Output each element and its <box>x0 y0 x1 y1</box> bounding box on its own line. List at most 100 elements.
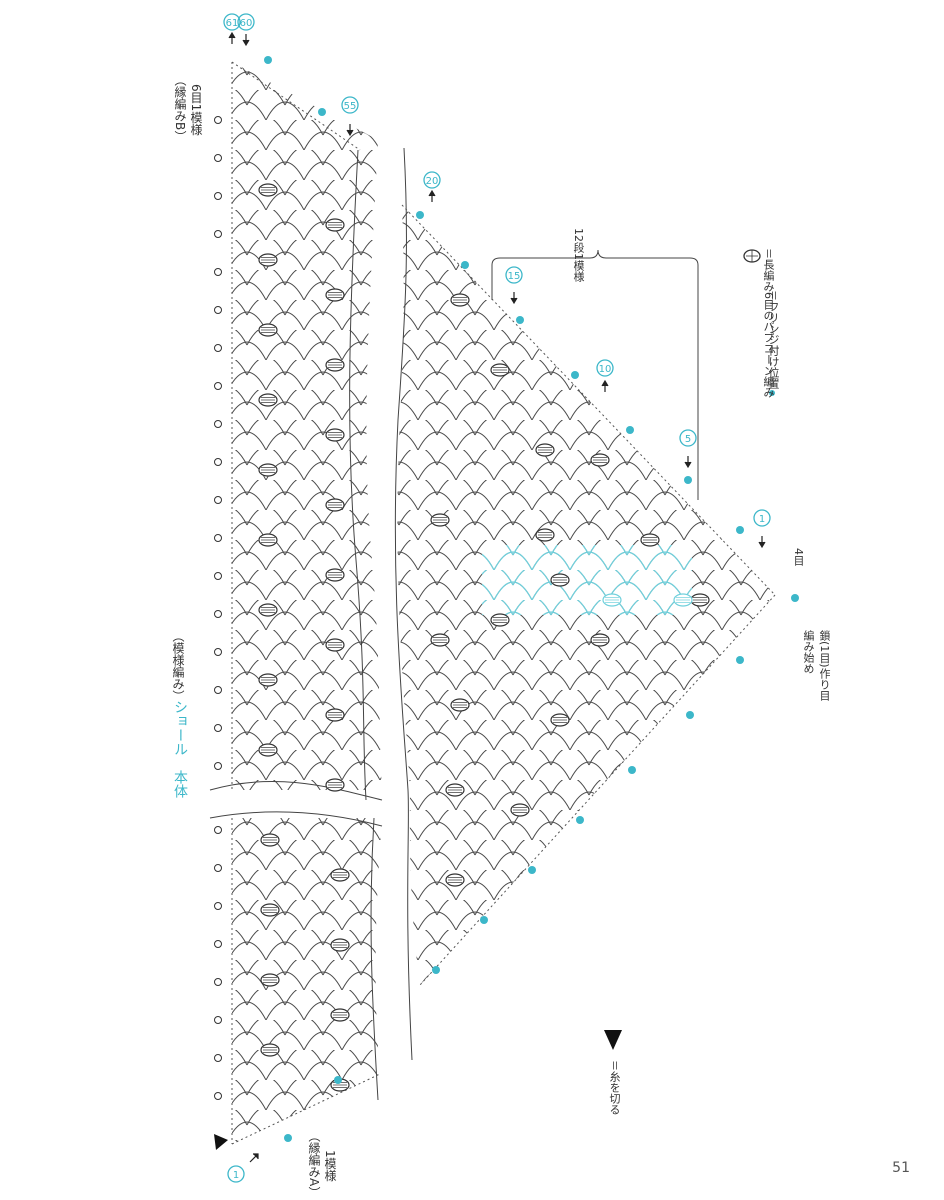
edge-dot <box>214 724 222 732</box>
start-chain-label: 編み始め <box>802 630 815 674</box>
popcorn-stitch <box>602 593 622 607</box>
edge-a-repeat: 1模様 <box>323 1150 337 1182</box>
fringe-dot-icon <box>284 1134 292 1142</box>
arrow-icon <box>684 456 692 469</box>
fringe-dot-icon <box>432 966 440 974</box>
popcorn-stitch <box>330 868 350 882</box>
gap-curve-top <box>209 780 383 801</box>
popcorn-stitch <box>690 593 710 607</box>
popcorn-stitch <box>325 708 345 722</box>
row-marker-20: 20 <box>423 171 441 189</box>
fringe-dot-icon <box>264 56 272 64</box>
edge-dot <box>214 268 222 276</box>
fringe-dot-icon <box>318 108 326 116</box>
fringe-dot-icon <box>571 371 579 379</box>
row-marker-10: 10 <box>596 359 614 377</box>
popcorn-stitch <box>640 533 660 547</box>
popcorn-stitch <box>330 938 350 952</box>
cut-triangle-icon <box>214 1134 228 1150</box>
popcorn-stitch <box>325 218 345 232</box>
popcorn-stitch <box>325 638 345 652</box>
edge-dot <box>214 382 222 390</box>
fringe-dot-icon <box>516 316 524 324</box>
arrow-icon <box>428 189 436 202</box>
edge-b-label: （縁編みB） <box>173 74 187 143</box>
popcorn-stitch <box>258 393 278 407</box>
edge-dot <box>214 1092 222 1100</box>
edge-dot <box>214 116 222 124</box>
start-chain2-label: 鎖(1目)作り目 <box>818 630 831 701</box>
svg-text:1: 1 <box>233 1170 239 1181</box>
popcorn-stitch <box>258 323 278 337</box>
fringe-dot-icon <box>686 711 694 719</box>
popcorn-stitch <box>325 358 345 372</box>
popcorn-stitch <box>450 293 470 307</box>
row-marker-1-left: 1 <box>227 1165 245 1183</box>
popcorn-stitch <box>445 783 465 797</box>
edge-dot <box>214 826 222 834</box>
popcorn-stitch <box>450 698 470 712</box>
break-line-bottom <box>370 817 379 1101</box>
popcorn-stitch <box>590 633 610 647</box>
subtitle: （模様編み） <box>171 630 185 702</box>
edge-dot <box>214 686 222 694</box>
popcorn-icon <box>743 249 761 263</box>
popcorn-stitch <box>590 453 610 467</box>
edge-dot <box>214 1054 222 1062</box>
edge-dot <box>214 864 222 872</box>
diag-edge-top <box>231 61 361 151</box>
edge-dot <box>214 344 222 352</box>
popcorn-stitch <box>430 513 450 527</box>
popcorn-stitch <box>325 288 345 302</box>
popcorn-stitch <box>550 573 570 587</box>
fringe-dot-icon <box>480 916 488 924</box>
edge-dot <box>214 978 222 986</box>
fringe-dot-icon <box>769 390 775 396</box>
popcorn-stitch <box>258 253 278 267</box>
popcorn-stitch <box>330 1008 350 1022</box>
popcorn-stitch <box>535 443 555 457</box>
svg-text:20: 20 <box>426 176 439 187</box>
row-marker-55: 55 <box>341 96 359 114</box>
popcorn-stitch <box>258 673 278 687</box>
fringe-dot-icon <box>628 766 636 774</box>
fringe-dot-icon <box>626 426 634 434</box>
break-line-right <box>394 147 413 1061</box>
edge-dot <box>214 534 222 542</box>
legend-fringe: ＝フリンジ付け位置 <box>767 290 780 389</box>
arrow-icon <box>228 31 236 44</box>
edge-dot <box>214 306 222 314</box>
popcorn-stitches <box>258 183 710 1092</box>
row-marker-1-right: 1 <box>753 509 771 527</box>
fringe-dot-icon <box>416 211 424 219</box>
arrow-icon <box>249 1153 259 1163</box>
fringe-dot-icon <box>684 476 692 484</box>
svg-text:55: 55 <box>344 101 357 112</box>
fringe-dot-icon <box>528 866 536 874</box>
svg-text:5: 5 <box>685 434 691 445</box>
popcorn-stitch <box>258 603 278 617</box>
popcorn-stitch <box>325 498 345 512</box>
popcorn-stitch <box>490 363 510 377</box>
popcorn-stitch <box>325 428 345 442</box>
highlight-repeat <box>482 545 692 615</box>
fringe-dot-icon <box>736 526 744 534</box>
popcorn-stitch <box>673 593 693 607</box>
popcorn-stitch <box>258 463 278 477</box>
edge-dot <box>214 902 222 910</box>
popcorn-stitch <box>325 568 345 582</box>
svg-text:15: 15 <box>508 271 521 282</box>
arrow-icon <box>601 379 609 392</box>
edge-b-repeat: 6目1模様 <box>189 84 203 136</box>
popcorn-stitch <box>510 803 530 817</box>
edge-dot <box>214 192 222 200</box>
popcorn-stitch <box>260 973 280 987</box>
gap-curve-bottom <box>209 811 383 827</box>
edge-dot <box>214 154 222 162</box>
edge-dots <box>214 56 799 1142</box>
fringe-dot-icon <box>461 261 469 269</box>
fringe-dot-icon <box>334 1076 342 1084</box>
break-line-left <box>349 149 367 801</box>
page-title: ショール 本体 <box>172 700 188 798</box>
